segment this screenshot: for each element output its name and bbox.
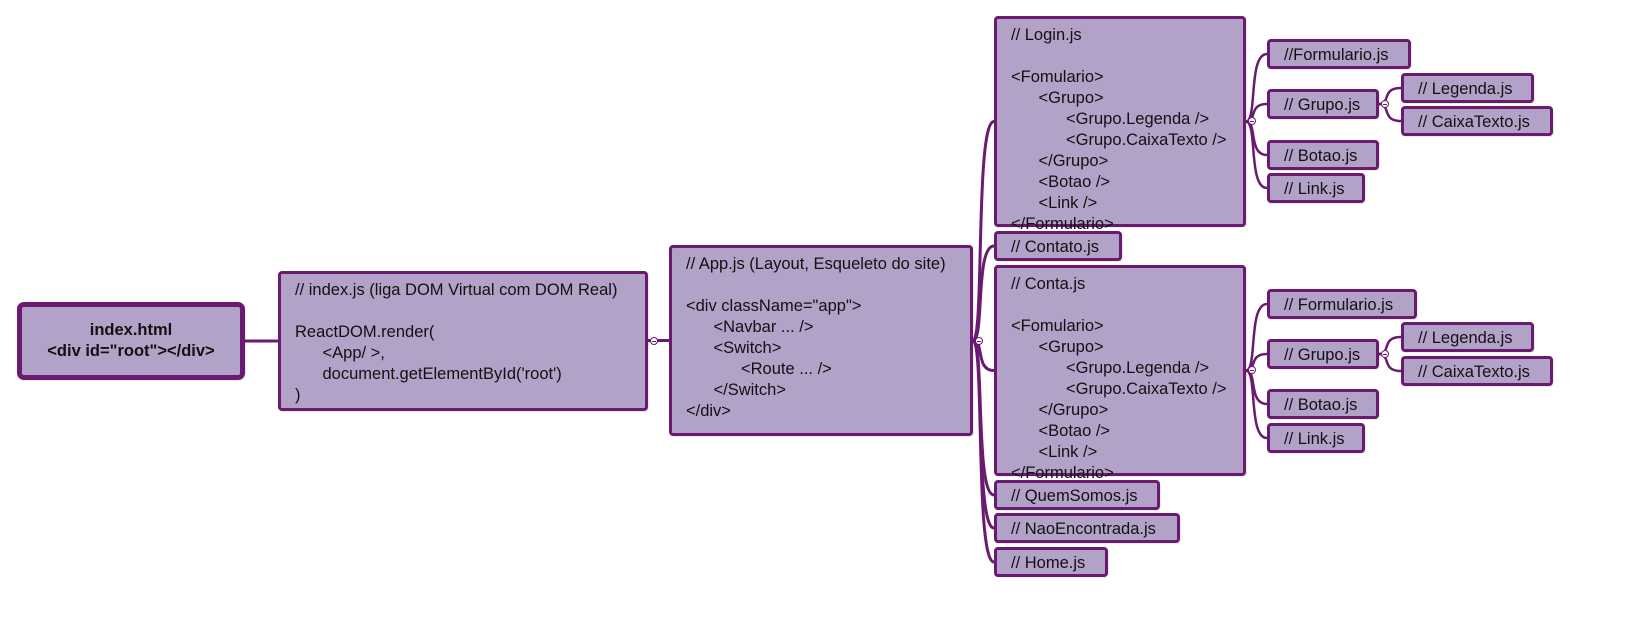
- node-index-html[interactable]: index.html <div id="root"></div>: [17, 302, 245, 380]
- node-index-js[interactable]: // index.js (liga DOM Virtual com DOM Re…: [278, 271, 648, 411]
- node-conta-grupo-js[interactable]: // Grupo.js: [1267, 339, 1379, 369]
- collapse-toggle-icon[interactable]: [1248, 366, 1256, 374]
- node-conta-formulario-js[interactable]: // Formulario.js: [1267, 289, 1417, 319]
- node-login-formulario-js[interactable]: //Formulario.js: [1267, 39, 1411, 69]
- collapse-toggle-icon[interactable]: [1381, 350, 1389, 358]
- node-login-js[interactable]: // Login.js <Fomulario> <Grupo> <Grupo.L…: [994, 16, 1246, 233]
- connector-line: [972, 244, 995, 342]
- node-conta-caixatexto-js[interactable]: // CaixaTexto.js: [1401, 356, 1553, 386]
- collapse-toggle-icon[interactable]: [650, 337, 658, 345]
- collapse-toggle-icon[interactable]: [975, 337, 983, 345]
- node-login-link-js[interactable]: // Link.js: [1267, 173, 1365, 203]
- node-conta-legenda-js[interactable]: // Legenda.js: [1401, 322, 1534, 352]
- node-quemsomos-js[interactable]: // QuemSomos.js: [994, 480, 1160, 510]
- connector-line: [971, 120, 996, 342]
- node-conta-link-js[interactable]: // Link.js: [1267, 423, 1365, 453]
- node-conta-botao-js[interactable]: // Botao.js: [1267, 389, 1379, 419]
- node-login-legenda-js[interactable]: // Legenda.js: [1401, 73, 1534, 103]
- collapse-toggle-icon[interactable]: [1381, 100, 1389, 108]
- node-contato-js[interactable]: // Contato.js: [994, 231, 1122, 261]
- collapse-toggle-icon[interactable]: [1248, 117, 1256, 125]
- node-login-caixatexto-js[interactable]: // CaixaTexto.js: [1401, 106, 1553, 136]
- node-login-grupo-js[interactable]: // Grupo.js: [1267, 89, 1379, 119]
- node-app-js[interactable]: // App.js (Layout, Esqueleto do site) <d…: [669, 245, 973, 436]
- node-home-js[interactable]: // Home.js: [994, 547, 1108, 577]
- node-conta-js[interactable]: // Conta.js <Fomulario> <Grupo> <Grupo.L…: [994, 265, 1246, 482]
- node-naoencontrada-js[interactable]: // NaoEncontrada.js: [994, 513, 1180, 543]
- connector-line: [1245, 52, 1268, 123]
- node-login-botao-js[interactable]: // Botao.js: [1267, 140, 1379, 170]
- connector-line: [971, 339, 996, 564]
- connector-line: [1245, 302, 1268, 372]
